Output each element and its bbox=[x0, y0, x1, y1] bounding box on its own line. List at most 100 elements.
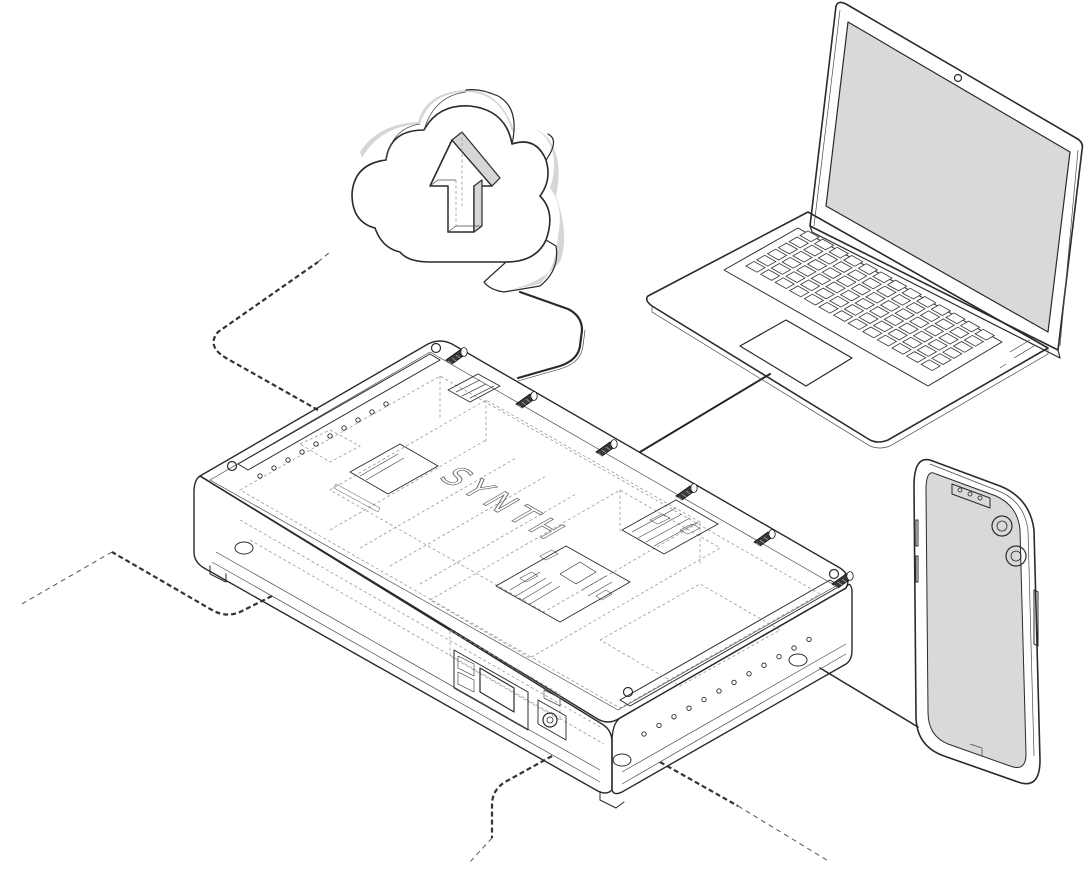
laptop-camera bbox=[953, 73, 963, 83]
keyboard-key bbox=[803, 293, 825, 306]
cable-cloud-link bbox=[516, 290, 584, 380]
keyboard-key bbox=[919, 310, 941, 323]
keyboard-key bbox=[875, 285, 897, 298]
antenna-connector bbox=[831, 571, 854, 589]
keyboard-key bbox=[901, 336, 923, 349]
keyboard-key bbox=[861, 277, 883, 290]
keyboard-key bbox=[865, 291, 886, 304]
antenna-connectors bbox=[445, 347, 854, 589]
keyboard-key bbox=[821, 267, 843, 279]
vent-hole bbox=[746, 671, 752, 677]
vent-hole bbox=[731, 679, 737, 686]
keyboard-key bbox=[915, 296, 937, 308]
vent-hole bbox=[791, 645, 797, 651]
cable-phone-link bbox=[819, 667, 919, 728]
antenna-connector bbox=[753, 529, 776, 547]
keyboard-key bbox=[777, 242, 799, 255]
keyboard-key bbox=[810, 273, 832, 286]
enclosure-hidden-lines bbox=[239, 375, 821, 745]
vent-hole bbox=[271, 465, 277, 471]
keyboard-key bbox=[854, 297, 876, 310]
keyboard-key bbox=[927, 338, 949, 351]
vent-hole bbox=[671, 714, 677, 720]
keyboard-key bbox=[850, 283, 872, 296]
keyboard-key bbox=[879, 300, 901, 312]
keyboard-key bbox=[835, 275, 857, 288]
keyboard-key bbox=[886, 279, 908, 292]
pcb-module-right bbox=[621, 499, 719, 555]
keyboard-key bbox=[842, 255, 864, 267]
keyboard-key bbox=[832, 261, 853, 273]
keyboard-key bbox=[887, 328, 909, 341]
keyboard-key bbox=[905, 302, 926, 314]
keyboard-key bbox=[745, 260, 766, 273]
front-panel bbox=[453, 649, 567, 741]
keyboard-key bbox=[825, 281, 846, 294]
keyboard-key bbox=[814, 287, 836, 300]
pcb-module-center bbox=[495, 545, 631, 623]
laptop-keyboard bbox=[745, 230, 996, 372]
cable-laptop-link bbox=[639, 373, 771, 453]
connector-cluster-rear bbox=[447, 373, 501, 403]
antenna-connector bbox=[515, 391, 538, 409]
vent-hole bbox=[313, 441, 319, 447]
keyboard-key bbox=[843, 304, 865, 316]
keyboard-key bbox=[799, 279, 821, 292]
keyboard-key bbox=[905, 351, 927, 363]
keyboard-key bbox=[785, 271, 806, 283]
keyboard-key bbox=[930, 304, 952, 316]
keyboard-key bbox=[898, 322, 919, 335]
vent-hole bbox=[641, 731, 647, 737]
vent-hole bbox=[716, 688, 722, 694]
smartphone-icon bbox=[913, 458, 1041, 785]
device-brand-text: SYNTH bbox=[431, 462, 579, 548]
vent-hole bbox=[761, 662, 767, 668]
dashed-link-lower-right bbox=[659, 761, 739, 807]
antenna-connector bbox=[445, 347, 468, 365]
keyboard-key bbox=[857, 263, 879, 275]
keyboard-key bbox=[828, 246, 850, 259]
keyboard-key bbox=[858, 312, 879, 324]
keyboard-key bbox=[792, 250, 813, 263]
keyboard-key bbox=[941, 347, 963, 359]
keyboard-key bbox=[802, 244, 824, 257]
keyboard-key bbox=[901, 287, 923, 300]
keyboard-key bbox=[891, 342, 912, 355]
front-panel-display bbox=[479, 667, 515, 713]
smartphone-camera bbox=[991, 515, 1013, 537]
keyboard-key bbox=[920, 359, 942, 372]
keyboard-key bbox=[839, 289, 861, 302]
keyboard-key bbox=[799, 230, 820, 243]
vent-hole bbox=[285, 457, 291, 463]
keyboard-key bbox=[788, 285, 810, 298]
keyboard-key bbox=[908, 316, 930, 329]
keyboard-key bbox=[912, 330, 934, 343]
vent-hole bbox=[701, 696, 707, 703]
keyboard-key bbox=[788, 236, 810, 249]
vent-hole bbox=[383, 401, 389, 407]
keyboard-key bbox=[846, 269, 868, 282]
vent-hole bbox=[257, 473, 263, 479]
vent-hole bbox=[776, 653, 782, 660]
keyboard-key bbox=[883, 314, 905, 327]
keyboard-key bbox=[770, 263, 792, 275]
keyboard-key bbox=[817, 252, 839, 265]
keyboard-key bbox=[872, 320, 894, 333]
device-enclosure-icon: SYNTH bbox=[193, 340, 854, 809]
dashed-link-upper-left bbox=[212, 261, 319, 411]
vent-hole bbox=[806, 636, 812, 643]
keyboard-key bbox=[847, 318, 869, 331]
keyboard-key bbox=[894, 308, 916, 320]
cloud-upload-icon bbox=[351, 89, 565, 293]
antenna-connector bbox=[675, 483, 698, 501]
keyboard-key bbox=[948, 326, 970, 339]
keyboard-key bbox=[774, 277, 796, 290]
vent-hole bbox=[327, 433, 333, 439]
keyboard-key bbox=[916, 345, 938, 357]
keyboard-key bbox=[974, 328, 996, 341]
vent-hole bbox=[656, 722, 662, 729]
keyboard-key bbox=[872, 271, 893, 284]
keyboard-key bbox=[945, 312, 966, 325]
